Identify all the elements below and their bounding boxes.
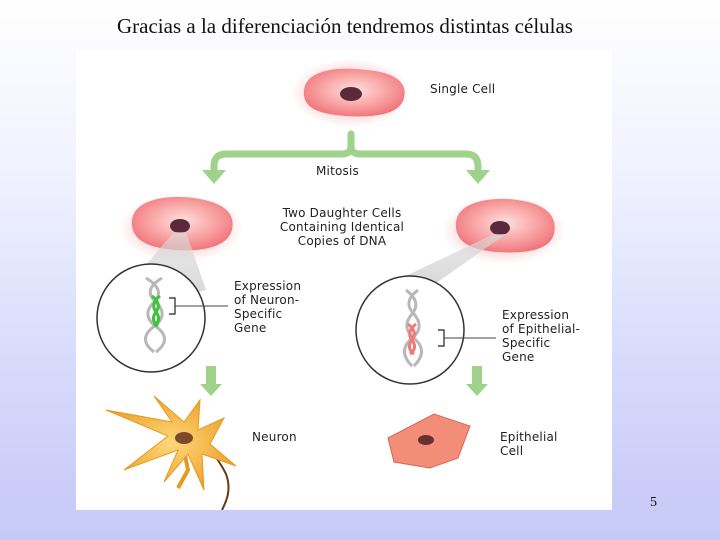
daughter-cell-left [119,194,243,262]
epithelial-gene-line-2: of Epithelial- [502,322,581,336]
epithelial-cell-line-2: Cell [500,444,524,458]
down-arrow-left [200,366,222,396]
neuron-gene-highlight [151,294,161,328]
neuron-gene-line-3: Specific [234,307,283,321]
slide-title: Gracias a la diferenciación tendremos di… [117,14,573,38]
neuron-gene-line-4: Gene [234,321,267,335]
epithelial-cell-line-1: Epithelial [500,430,558,444]
single-cell [291,59,411,127]
label-mitosis: Mitosis [316,164,359,178]
label-epithelial-gene: Expression of Epithelial- Specific Gene [502,308,580,364]
label-neuron: Neuron [252,430,297,444]
epithelial-gene-line-3: Specific [502,336,551,350]
neuron-gene-line-2: of Neuron- [234,293,300,307]
down-arrow-right [466,366,488,396]
epithelial-cell-shape [387,413,471,469]
neuron-cell [105,395,237,510]
diagram-panel: Single Cell Mitosis Two Daughter Cells C… [76,50,612,510]
label-neuron-gene: Expression of Neuron- Specific Gene [234,279,301,335]
neuron-gene-magnifier [96,263,206,373]
label-daughter-cells: Two Daughter Cells Containing Identical … [262,206,422,248]
nucleus [340,87,362,101]
page-number: 5 [650,495,657,510]
epithelial-gene-magnifier [355,275,465,385]
label-single-cell: Single Cell [430,82,496,96]
mitosis-arrows [210,130,482,176]
epithelial-gene-line-4: Gene [502,350,535,364]
epithelial-gene-highlight [407,322,417,356]
label-epithelial-cell: Epithelial Cell [500,430,558,458]
neuron-gene-line-1: Expression [234,279,302,293]
daughter-cells-line-3: Copies of DNA [297,234,387,248]
epithelial-gene-line-1: Expression [502,308,570,322]
differentiation-diagram [96,59,566,510]
daughter-cells-line-1: Two Daughter Cells [282,206,402,220]
daughter-cells-line-2: Containing Identical [279,220,405,234]
arrow-right-head [466,170,490,184]
arrow-left-head [202,170,226,184]
